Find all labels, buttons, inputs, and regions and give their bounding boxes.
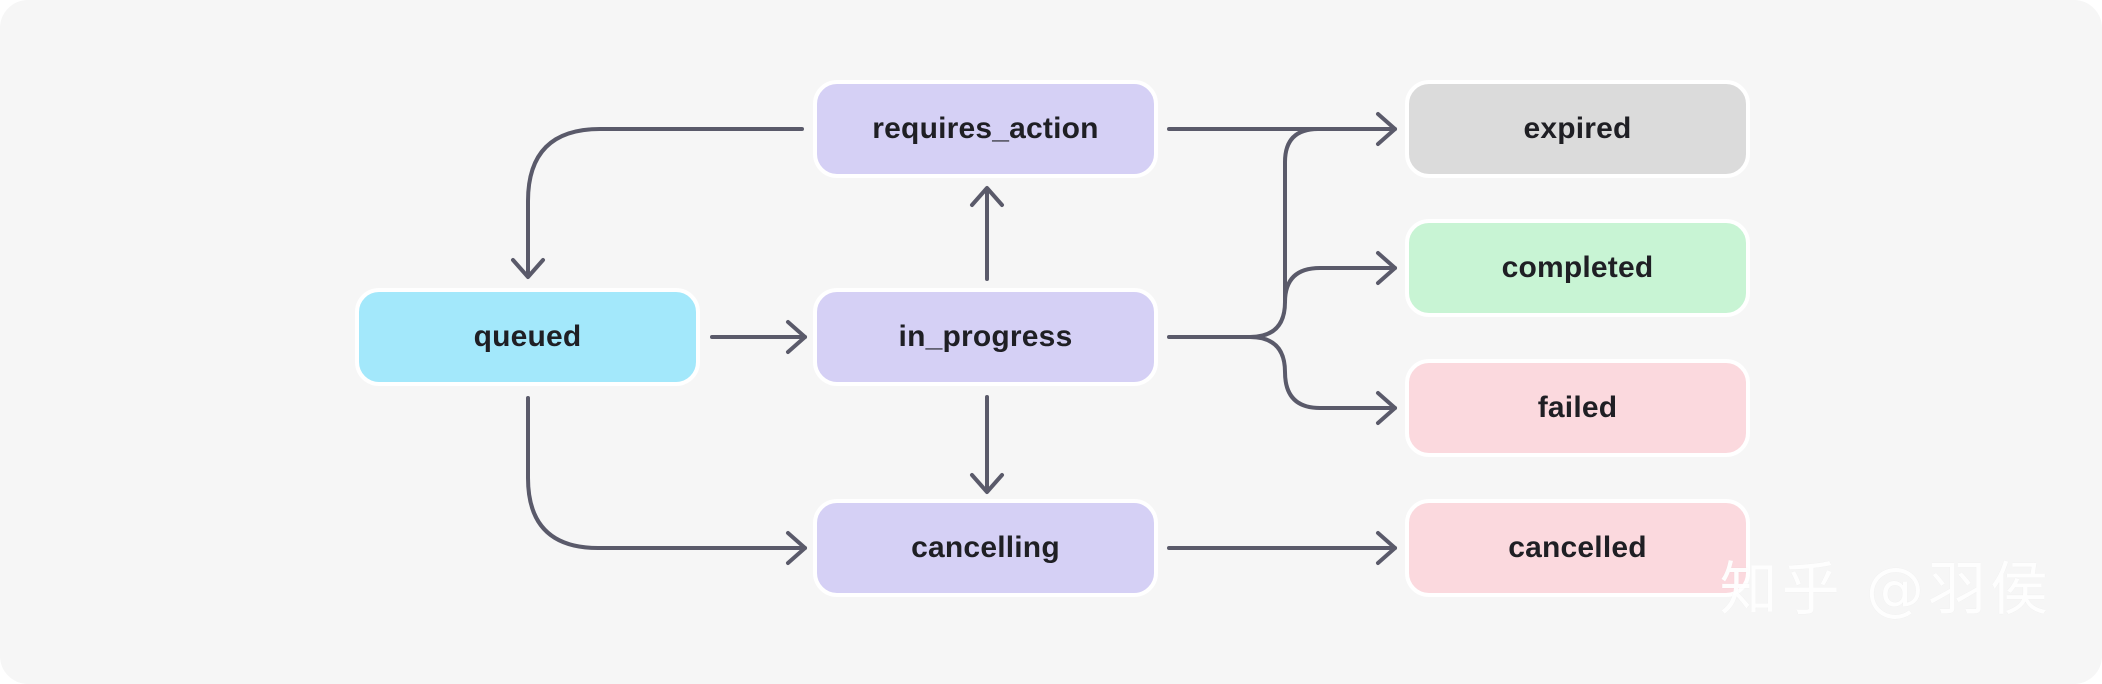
arrowhead-queued-top [511, 258, 545, 279]
arrowhead-cancelling-left [786, 531, 807, 565]
node-failed-label: failed [1537, 391, 1618, 424]
arrowhead-completed-left [1376, 251, 1397, 285]
node-completed: completed [1405, 219, 1750, 317]
edge-requires-action-to-queued [526, 127, 804, 277]
edge-in-progress-to-completed [1283, 266, 1397, 304]
node-cancelling: cancelling [813, 499, 1158, 597]
node-completed-label: completed [1501, 251, 1654, 284]
node-in-progress-label: in_progress [898, 320, 1073, 353]
arrowhead-cancelled-left [1376, 531, 1397, 565]
node-expired: expired [1405, 80, 1750, 178]
arrowhead-failed-left [1376, 391, 1397, 425]
node-queued-label: queued [473, 320, 582, 353]
watermark: 知乎 @羽侯 [1719, 555, 2052, 623]
node-failed: failed [1405, 359, 1750, 457]
arrowhead-requires-action-bottom [970, 186, 1004, 207]
node-requires-action: requires_action [813, 80, 1158, 178]
node-requires-action-label: requires_action [872, 112, 1099, 145]
arrowhead-in-progress-left [786, 320, 807, 354]
arrowhead-cancelling-top [970, 473, 1004, 494]
node-cancelling-label: cancelling [911, 531, 1060, 564]
node-queued: queued [355, 288, 700, 386]
node-in-progress: in_progress [813, 288, 1158, 386]
arrowhead-expired-left [1376, 112, 1397, 146]
node-cancelled: cancelled [1405, 499, 1750, 597]
edge-in-progress-to-expired [1248, 127, 1320, 339]
node-cancelled-label: cancelled [1508, 531, 1647, 564]
node-expired-label: expired [1523, 112, 1632, 145]
edge-queued-to-cancelling [526, 396, 807, 550]
edge-in-progress-to-failed [1248, 335, 1397, 410]
